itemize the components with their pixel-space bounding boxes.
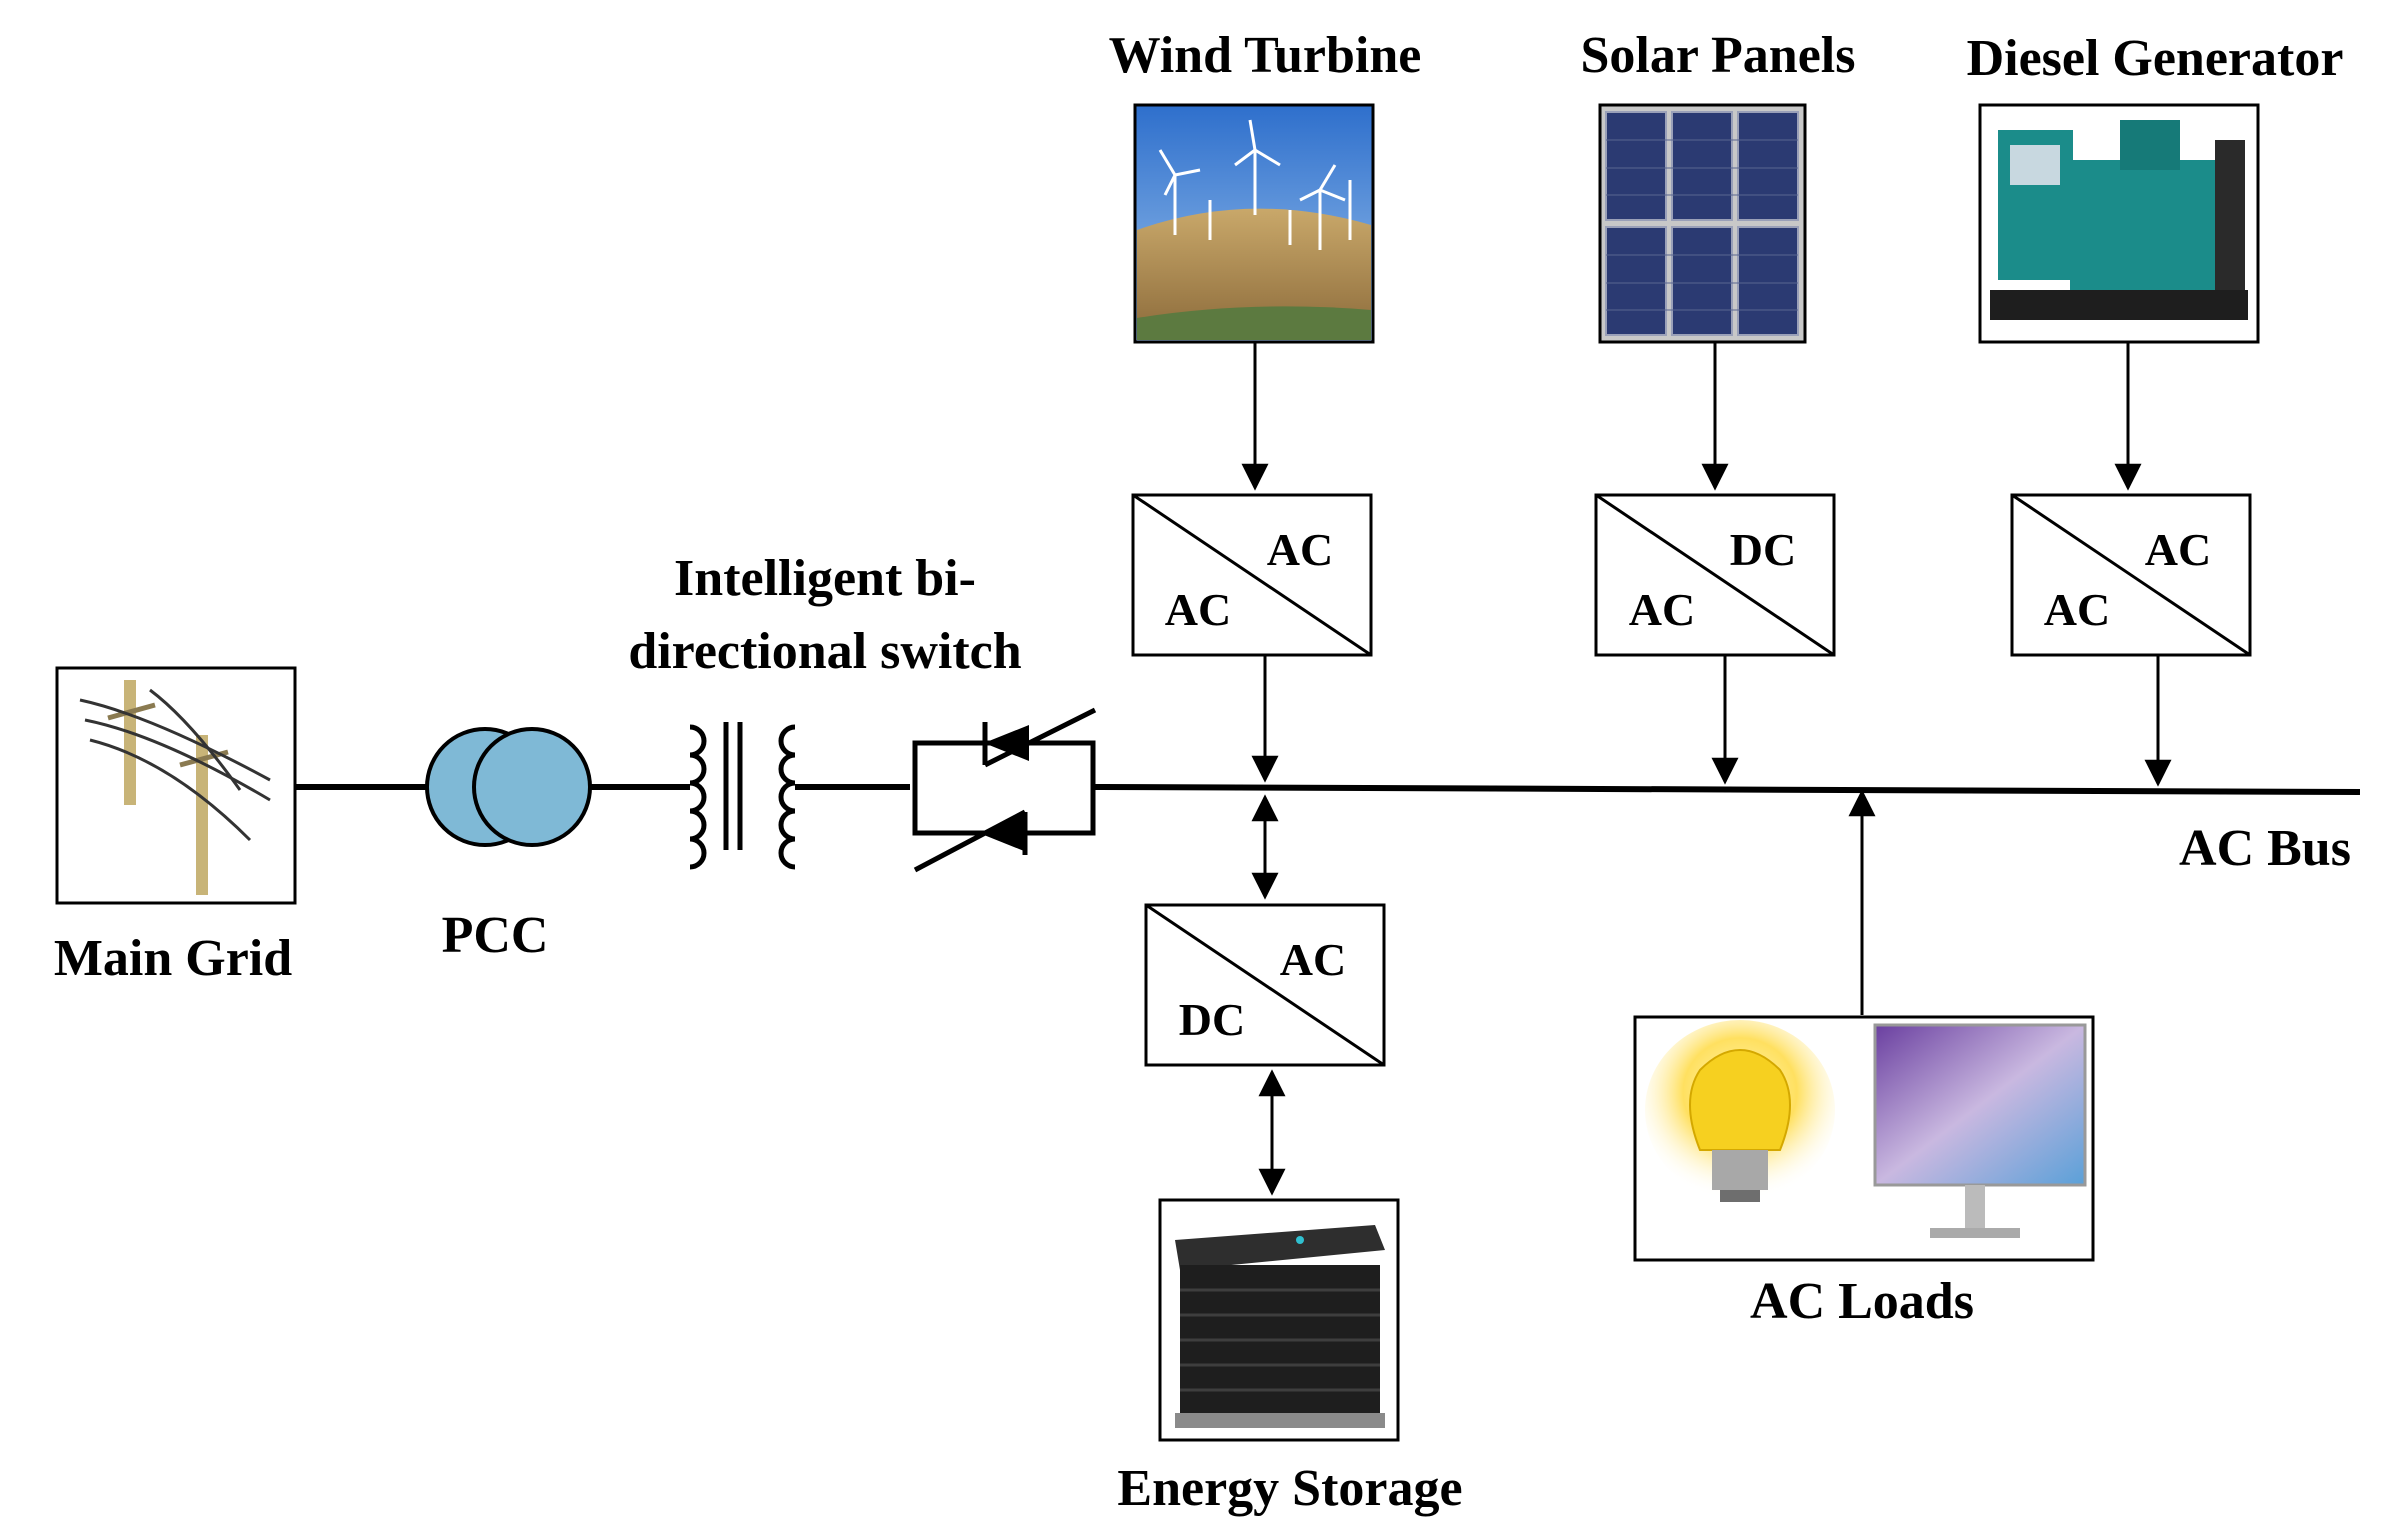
diesel-generator-label: Diesel Generator	[1967, 30, 2344, 87]
pcc-symbol	[425, 727, 592, 847]
switch-label-line2: directional switch	[628, 623, 1021, 680]
wind-turbine-label: Wind Turbine	[1109, 27, 1422, 84]
solar-converter	[1594, 493, 1836, 657]
ac-loads-image	[1633, 1015, 2095, 1262]
main-grid-image	[55, 666, 297, 905]
storage-converter-top-label: AC	[1280, 934, 1346, 985]
ac-bus-line	[1099, 784, 2361, 795]
solar-converter-bottom-label: AC	[1629, 584, 1695, 635]
switch-label-line1: Intelligent bi-	[674, 550, 976, 607]
wind-converter-bottom-label: AC	[1165, 584, 1231, 635]
solar-panels-image	[1598, 103, 1807, 344]
storage-converter	[1144, 903, 1386, 1067]
solar-converter-top-label: DC	[1730, 524, 1796, 575]
transformer-symbol	[689, 722, 796, 870]
pcc-label: PCC	[442, 907, 549, 964]
main-grid-label: Main Grid	[54, 930, 292, 987]
energy-storage-label: Energy Storage	[1117, 1460, 1462, 1517]
wind-converter	[1131, 493, 1373, 657]
energy-storage-image	[1158, 1198, 1400, 1442]
diesel-converter-top-label: AC	[2145, 524, 2211, 575]
wind-turbine-image	[1133, 103, 1375, 344]
bidirectional-switch-symbol	[912, 707, 1097, 873]
storage-converter-bottom-label: DC	[1179, 994, 1245, 1045]
diesel-converter-bottom-label: AC	[2044, 584, 2110, 635]
diesel-converter	[2010, 493, 2252, 657]
diesel-generator-image	[1978, 103, 2260, 344]
ac-bus-label: AC Bus	[2179, 820, 2351, 877]
ac-loads-label: AC Loads	[1750, 1273, 1974, 1330]
wind-converter-top-label: AC	[1267, 524, 1333, 575]
solar-panels-label: Solar Panels	[1581, 27, 1856, 84]
